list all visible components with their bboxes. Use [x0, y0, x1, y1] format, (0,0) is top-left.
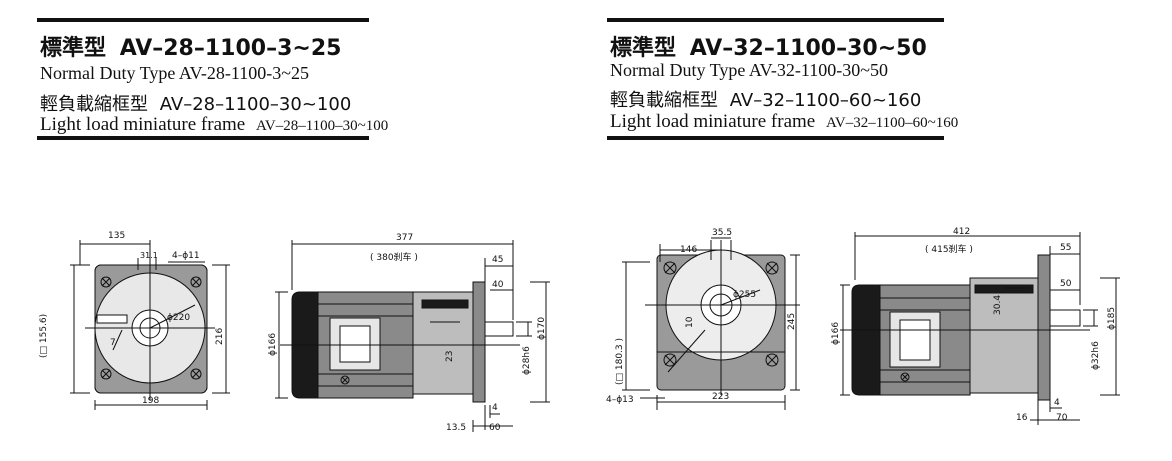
- title-model: AV–28–1100–3~25: [119, 36, 342, 61]
- dim-412: 412: [953, 227, 970, 237]
- left-title: 標準型 AV–28–1100–3~25: [40, 30, 341, 62]
- line4-model: AV–28–1100–30~100: [255, 118, 389, 134]
- dim-245: 245: [787, 313, 797, 330]
- dim-40: 40: [492, 280, 504, 290]
- right-side-view: 412 ( 415刹车 ) 55 50 30.4 ϕ166 ϕ185 ϕ32h6…: [831, 227, 1120, 425]
- dim-135: 135: [108, 231, 125, 241]
- line3-model: AV–32–1100–60~160: [729, 90, 922, 111]
- left-line2: Normal Duty Type AV-28-1100-3~25: [40, 63, 309, 83]
- dim-32h6: ϕ32h6: [1091, 341, 1101, 370]
- dim-10: 10: [685, 316, 695, 328]
- title-cn: 標準型: [40, 36, 107, 61]
- title-cn: 標準型: [610, 36, 677, 61]
- header-rule-top: [37, 18, 369, 22]
- dim-180-3: (□ 180.3 ): [615, 338, 625, 385]
- line3-cn: 輕負載縮框型: [610, 90, 718, 111]
- title-model: AV–32–1100–30~50: [689, 36, 927, 61]
- dim-holes: 4–ϕ13: [606, 395, 634, 405]
- dim-45: 45: [492, 255, 503, 265]
- dim-28h6: ϕ28h6: [522, 346, 532, 375]
- right-line4: Light load miniature frame AV–32–1100–60…: [610, 111, 958, 133]
- header-rule-top: [607, 18, 944, 22]
- dim-4: 4: [492, 403, 498, 413]
- left-line3: 輕負載縮框型 AV–28–1100–30~100: [40, 90, 351, 116]
- dim-30-4: 30.4: [993, 295, 1003, 315]
- dim-377: 377: [396, 233, 413, 243]
- dim-146: 146: [680, 245, 697, 255]
- dim-198: 198: [142, 396, 159, 406]
- dim-55: 55: [1060, 243, 1071, 253]
- dim-60: 60: [489, 423, 501, 433]
- dim-166: ϕ166: [268, 333, 278, 356]
- dim-16: 16: [1016, 413, 1028, 423]
- left-front-view: 135 31.1 4–ϕ11 ϕ220 7 (□ 155.6) 216 198: [39, 231, 230, 410]
- dim-223: 223: [712, 392, 729, 402]
- dim-220: ϕ220: [167, 313, 190, 323]
- right-title: 標準型 AV–32–1100–30~50: [610, 30, 927, 62]
- right-front-view: 35.5 146 ϕ255 10 (□ 180.3 ) 245 4–ϕ13 22…: [606, 228, 800, 410]
- dim-50: 50: [1060, 279, 1072, 289]
- dim-4: 4: [1054, 398, 1060, 408]
- right-line2: Normal Duty Type AV-32-1100-30~50: [610, 60, 888, 80]
- dim-415-brake: ( 415刹车 ): [925, 243, 973, 255]
- dim-holes: 4–ϕ11: [172, 251, 200, 261]
- dim-23: 23: [445, 351, 455, 362]
- dim-166: ϕ166: [831, 322, 841, 345]
- left-line4: Light load miniature frame AV–28–1100–30…: [40, 114, 388, 136]
- header-rule-bottom: [37, 136, 369, 140]
- dim-170: ϕ170: [537, 317, 547, 340]
- dim-380-brake: ( 380刹车 ): [370, 251, 418, 263]
- dim-7: 7: [110, 338, 116, 348]
- line3-model: AV–28–1100–30~100: [159, 94, 352, 115]
- line4-text: Light load miniature frame: [40, 114, 246, 135]
- dim-70: 70: [1056, 413, 1068, 423]
- dim-185: ϕ185: [1107, 307, 1117, 330]
- dim-35-5: 35.5: [712, 228, 732, 238]
- line4-model: AV–32–1100–60~160: [825, 115, 959, 131]
- dim-216: 216: [215, 328, 225, 345]
- line3-cn: 輕負載縮框型: [40, 94, 148, 115]
- right-line3: 輕負載縮框型 AV–32–1100–60~160: [610, 86, 921, 112]
- dim-13-5: 13.5: [446, 423, 466, 433]
- line4-text: Light load miniature frame: [610, 111, 816, 132]
- dim-155-6: (□ 155.6): [39, 314, 49, 358]
- left-side-view: 377 ( 380刹车 ) 45 40 ϕ166 23 ϕ170 ϕ28h6 4…: [268, 233, 550, 433]
- dim-31-1: 31.1: [140, 251, 158, 260]
- dim-255: ϕ255: [733, 290, 756, 300]
- header-rule-bottom: [607, 136, 944, 140]
